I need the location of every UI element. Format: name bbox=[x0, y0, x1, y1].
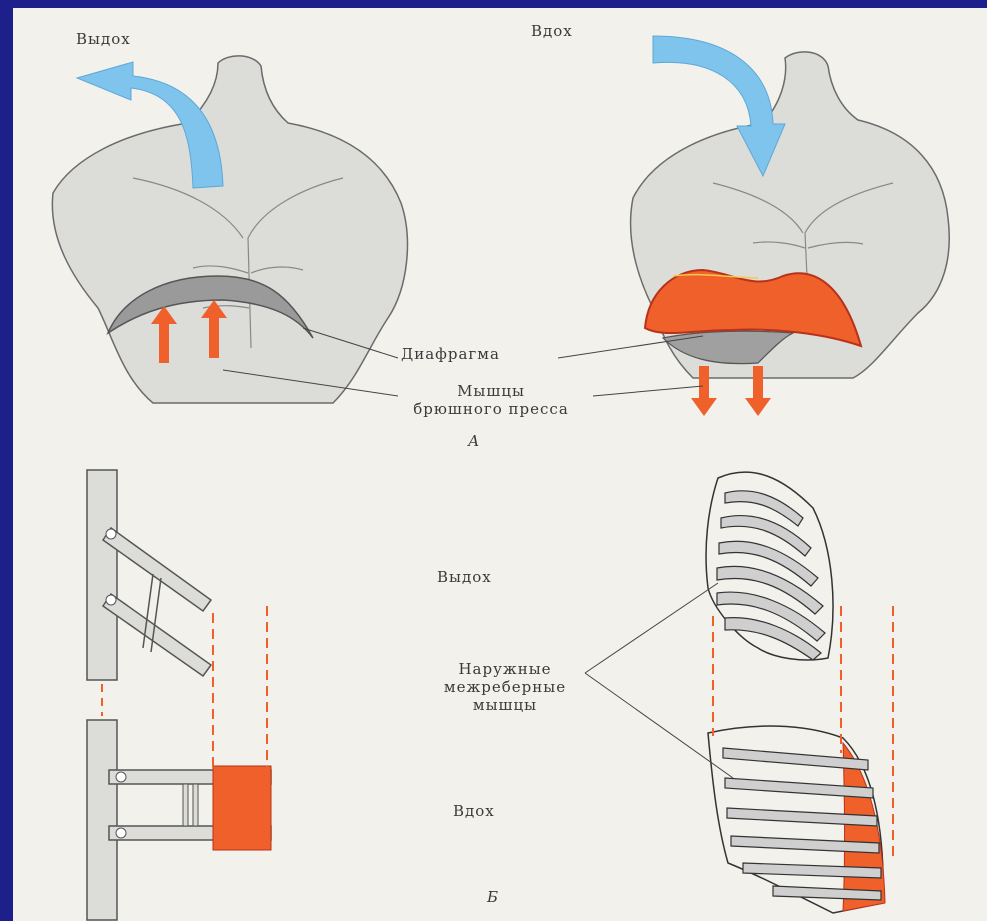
rib-model bbox=[87, 470, 271, 920]
label-intercostal-line1: Наружные bbox=[405, 660, 605, 678]
muscle-block bbox=[213, 766, 271, 850]
label-abdominal-muscles: Мышцы брюшного пресса bbox=[401, 382, 581, 418]
diagram-canvas bbox=[13, 8, 987, 921]
torso-exhale bbox=[52, 56, 407, 403]
label-exhale-mid: Выдох bbox=[437, 568, 492, 586]
label-figure-a: А bbox=[468, 432, 480, 450]
label-intercostal-line3: мышцы bbox=[405, 696, 605, 714]
label-exhale-top: Выдох bbox=[76, 30, 131, 48]
ribcage-inhale bbox=[708, 726, 885, 913]
label-diaphragm: Диафрагма bbox=[401, 345, 500, 363]
label-abdominal-line1: Мышцы bbox=[401, 382, 581, 400]
label-inhale-mid: Вдох bbox=[453, 802, 495, 820]
label-inhale-top: Вдох bbox=[531, 22, 573, 40]
label-abdominal-line2: брюшного пресса bbox=[401, 400, 581, 418]
ribcage-exhale bbox=[706, 472, 833, 660]
label-intercostal-line2: межреберные bbox=[405, 678, 605, 696]
label-figure-b: Б bbox=[487, 888, 499, 906]
slide-frame: Выдох Вдох Диафрагма Мышцы брюшного прес… bbox=[13, 8, 987, 921]
label-intercostal-muscles: Наружные межреберные мышцы bbox=[405, 660, 605, 714]
